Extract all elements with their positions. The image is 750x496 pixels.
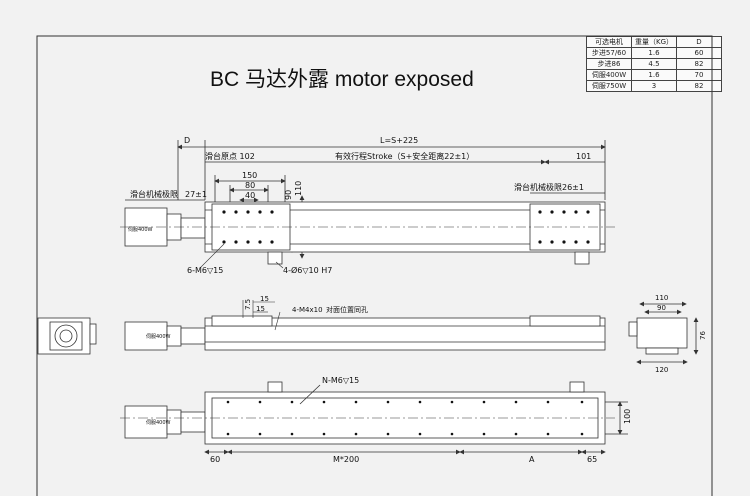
dim-bottom-a: A (529, 455, 535, 464)
motor-label-bottom: 伺服400W (146, 419, 171, 426)
end-dim-76: 76 (699, 331, 707, 340)
spec-cell: 3 (631, 80, 677, 92)
spec-cell: 伺服750W (586, 80, 632, 92)
motor-label-side: 伺服400W (146, 333, 171, 340)
motor-spec-table: 可选电机 重量（KG） D 步进57/60 1.6 60 步进86 4.5 82… (586, 36, 722, 92)
dim-width-150: 150 (242, 171, 257, 180)
holes-d6-label: 4-Ø6▽10 H7 (283, 265, 332, 275)
carriage-holes (222, 210, 590, 244)
dim-15-top: 15 (260, 295, 269, 303)
drawing-frame (36, 35, 713, 496)
end-dim-110: 110 (655, 294, 668, 302)
holes-m6-label: 6-M6▽15 (187, 266, 223, 275)
left-end-view (37, 317, 97, 355)
dim-bottom-m200: M*200 (333, 455, 359, 464)
dim-width-80: 80 (245, 181, 255, 190)
side-view (124, 315, 606, 351)
drawing-title: BC 马达外露 motor exposed (210, 68, 474, 91)
dim-right-offset: 101 (576, 152, 591, 161)
dim-height-100: 100 (623, 409, 632, 424)
end-dim-90: 90 (657, 304, 666, 312)
dim-15-bottom: 15 (256, 305, 265, 313)
left-limit-label: 滑台机械极限 (130, 189, 178, 199)
spec-row: 步进57/60 1.6 60 (586, 47, 722, 59)
dim-bottom-65: 65 (587, 455, 597, 464)
n-holes-label: N-M6▽15 (322, 376, 359, 385)
dim-height-90: 90 (284, 190, 293, 200)
dim-stroke: 有效行程Stroke（S+安全距离22±1） (335, 151, 474, 161)
bottom-holes (226, 400, 584, 436)
spec-row: 伺服750W 3 82 (586, 80, 722, 92)
dim-width-40: 40 (245, 191, 255, 200)
left-limit-value: 27±1 (185, 190, 207, 199)
mount-note: 对面位置同孔 (326, 305, 368, 314)
dim-slide-point: 滑台原点 102 (205, 151, 255, 161)
right-end-view (628, 301, 699, 365)
dim-height-110: 110 (294, 181, 303, 196)
dim-bottom-60: 60 (210, 455, 220, 464)
m4-hole-label: 4-M4x10 (292, 306, 323, 314)
motor-body-side (124, 321, 168, 351)
dim-total-length: L=S+225 (380, 136, 418, 145)
end-dim-120: 120 (655, 366, 668, 374)
dim-7-5: 7.5 (244, 299, 252, 310)
right-limit-label: 滑台机械极限26±1 (514, 182, 584, 192)
bottom-view (124, 381, 628, 455)
dim-d-label: D (184, 136, 190, 145)
spec-cell: 82 (676, 80, 722, 92)
motor-label-top: 伺服400W (128, 226, 153, 233)
spec-header-row: 可选电机 重量（KG） D (586, 36, 722, 48)
